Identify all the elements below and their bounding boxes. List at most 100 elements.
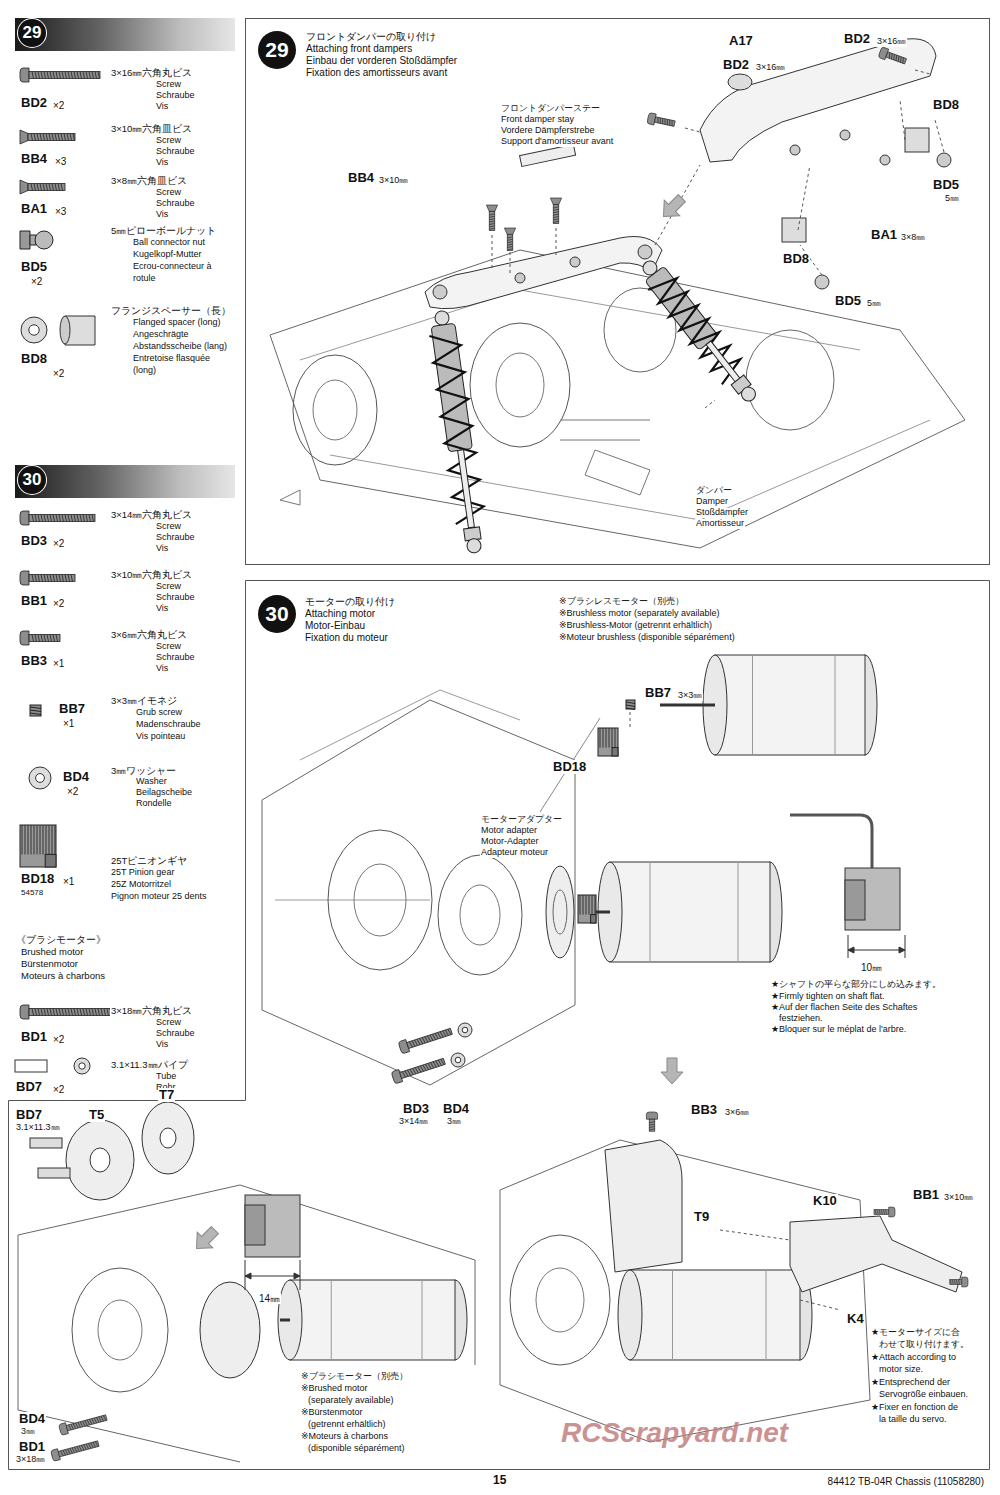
screw-icon-part <box>886 52 907 64</box>
grub-screw-icon-part <box>626 702 635 710</box>
screw-icon-part <box>875 1210 887 1215</box>
part-code: BB3 <box>690 1103 718 1117</box>
line-art <box>540 718 600 812</box>
annotation: 3×18㎜ <box>15 1455 46 1465</box>
screw-icon <box>878 47 907 67</box>
washer-icon <box>79 1063 85 1069</box>
line-art <box>728 74 752 90</box>
annotation: Schraube <box>155 593 196 603</box>
screw-icon <box>874 1207 895 1217</box>
annotation: Vordere Dämpferstrebe <box>500 126 596 136</box>
screw-icon-part <box>31 184 63 191</box>
damper-drawing-part <box>648 271 746 384</box>
part-code: T7 <box>158 1088 175 1102</box>
ball-nut-icon <box>20 231 53 249</box>
screw-icon-part <box>29 635 60 642</box>
line-art <box>492 228 556 275</box>
annotation: ※ブラシモーター（別売） <box>300 1372 409 1382</box>
annotation: 3×10㎜六角皿ビス <box>110 124 193 134</box>
annotation: ★シャフトの平らな部分にしめ込みます。 <box>770 980 942 990</box>
grub-screw-icon-part <box>30 707 41 715</box>
annotation: Vis <box>155 210 169 220</box>
annotation: Pignon moteur 25 dents <box>110 892 208 902</box>
line-art <box>840 130 850 140</box>
annotation: Vis <box>155 544 169 554</box>
annotation: Schraube <box>155 91 196 101</box>
screw-icon-part <box>553 207 559 223</box>
screw-icon-part <box>874 1210 889 1215</box>
step-heading: Motor-Einbau <box>305 620 365 631</box>
annotation: Screw <box>155 522 182 532</box>
annotation: Motor adapter <box>480 826 538 836</box>
line-art <box>638 245 652 259</box>
screw-icon-part <box>28 134 75 141</box>
annotation: ★Auf der flachen Seite des Schaftes <box>770 1003 918 1013</box>
direction-arrow <box>189 1222 223 1256</box>
line-art <box>746 330 834 430</box>
direction-arrow <box>661 1058 683 1084</box>
annotation: ×2 <box>30 276 43 287</box>
part-code: BD5 <box>932 178 960 192</box>
pinion-gear-icon-part <box>20 825 56 867</box>
line-art <box>460 885 500 945</box>
annotation: Bürstenmotor <box>20 959 79 969</box>
annotation: ×1 <box>62 876 75 887</box>
annotation: 3×16㎜六角丸ビス <box>110 68 193 78</box>
screw-icon-part <box>550 198 561 204</box>
screw-icon-part <box>647 113 656 125</box>
damper-drawing-part <box>429 332 485 524</box>
grub-screw-icon-part <box>30 705 41 716</box>
screw-icon-part <box>31 134 75 141</box>
line-art <box>496 353 544 417</box>
annotation: Support d'amortisseur avant <box>500 137 614 147</box>
annotation: Servogröße einbauen. <box>878 1390 969 1400</box>
screw-icon-part <box>20 631 29 645</box>
motor-drawing-part <box>618 1270 642 1360</box>
motor-drawing-part <box>650 862 738 962</box>
annotation: Damper <box>695 497 729 507</box>
pinion-gear-icon <box>20 825 56 867</box>
line-art <box>354 864 406 936</box>
washer-icon <box>29 325 39 335</box>
annotation: Abstandsscheibe (lang) <box>132 342 228 352</box>
pinion-detail <box>845 868 900 930</box>
annotation: 3.1×11.3㎜パイプ <box>110 1060 189 1070</box>
annotation: 3×14㎜六角丸ビス <box>110 510 193 520</box>
annotation: Schraube <box>155 147 196 157</box>
motor-drawing <box>590 862 782 962</box>
screw-icon <box>59 1412 108 1435</box>
motor-drawing-part <box>290 1280 455 1360</box>
screw-icon-part <box>32 575 73 582</box>
screw-icon <box>647 113 676 130</box>
line-art <box>433 285 447 299</box>
annotation: 3×16㎜ <box>755 63 786 73</box>
line-art <box>328 830 432 970</box>
screw-icon <box>51 1438 100 1461</box>
spacer-icon <box>905 128 929 152</box>
annotation: ×1 <box>62 718 75 729</box>
motor-adapter <box>546 866 574 958</box>
screw-icon-part <box>486 205 497 211</box>
annotation: Vis <box>155 604 169 614</box>
damper-drawing-part <box>434 310 450 326</box>
annotation: Angeschrägte <box>132 330 190 340</box>
screw-icon <box>20 511 95 525</box>
annotation: ※Brushless-Motor (getrennt erhältlich) <box>558 621 713 631</box>
annotation: 3×8㎜六角皿ビス <box>110 176 188 186</box>
line-art <box>275 690 520 900</box>
line-art <box>515 273 525 283</box>
screw-icon-part <box>504 228 515 234</box>
annotation: motor size. <box>878 1365 924 1375</box>
annotation: 3×10㎜六角丸ビス <box>110 570 193 580</box>
motor-drawing-part <box>673 1270 767 1360</box>
annotation: ※Bürstenmotor <box>300 1408 364 1418</box>
annotation: ★Attach according to <box>870 1353 957 1363</box>
pinion-detail <box>245 1195 300 1257</box>
hex-wrench <box>790 815 872 868</box>
step-heading: モーターの取り付け <box>305 596 395 607</box>
washer-icon <box>74 1058 90 1074</box>
annotation: Schraube <box>155 199 196 209</box>
part-code: BA1 <box>20 202 48 216</box>
grub-screw-icon <box>626 700 635 710</box>
pinion-detail <box>245 1205 265 1245</box>
